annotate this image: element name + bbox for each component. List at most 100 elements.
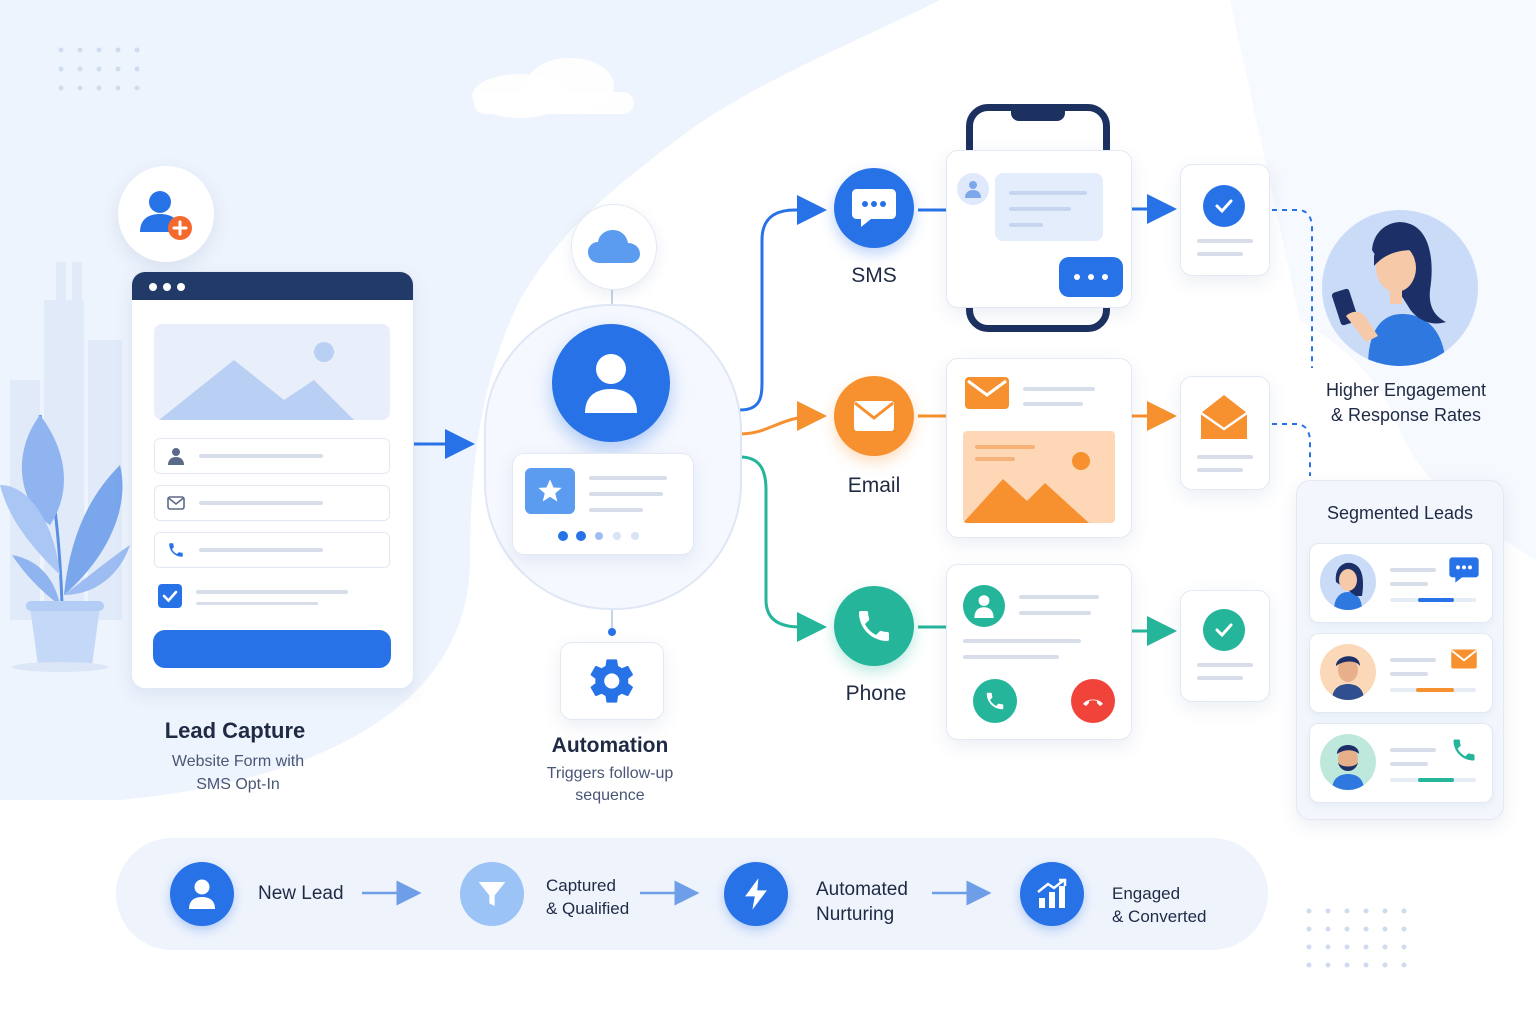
engagement-line-1: Higher Engagement bbox=[1325, 380, 1487, 400]
lead-progress-fill bbox=[1418, 598, 1454, 602]
phone-label: Phone bbox=[845, 682, 907, 705]
sms-result-card bbox=[1180, 164, 1270, 276]
mail-icon bbox=[854, 401, 894, 431]
star-icon bbox=[538, 479, 562, 502]
woman-with-phone-illustration bbox=[1331, 222, 1446, 366]
funnel-icon bbox=[478, 882, 506, 906]
lead-progress-fill bbox=[1418, 778, 1454, 782]
user-icon bbox=[585, 354, 637, 413]
segmented-lead-email[interactable] bbox=[1309, 633, 1493, 713]
step-converted-label-1: Engaged bbox=[1112, 884, 1181, 903]
sms-opt-in-checkbox[interactable] bbox=[158, 584, 182, 608]
lightning-icon bbox=[745, 878, 767, 910]
submit-button[interactable] bbox=[153, 630, 391, 668]
email-content-card bbox=[946, 358, 1132, 538]
result-line-2 bbox=[1197, 468, 1243, 472]
typing-dots-icon bbox=[1074, 274, 1108, 280]
check-icon bbox=[1215, 199, 1233, 214]
lead-avatar-bearded-man bbox=[1320, 734, 1376, 790]
step-captured-label-2: & Qualified bbox=[546, 899, 630, 918]
checkbox-label-line bbox=[196, 590, 348, 594]
email-label: Email bbox=[847, 474, 901, 497]
step-converted-icon bbox=[1020, 862, 1084, 926]
email-line-1 bbox=[1023, 387, 1095, 391]
sms-message-card bbox=[946, 150, 1132, 308]
cloud-icon bbox=[588, 230, 640, 263]
phone-field[interactable] bbox=[154, 532, 390, 568]
favorite-badge bbox=[525, 468, 575, 514]
step-nurturing-icon bbox=[724, 862, 788, 926]
user-icon bbox=[965, 181, 981, 198]
sms-channel-icon bbox=[834, 168, 914, 248]
profile-line-1 bbox=[589, 476, 667, 480]
plant-illustration bbox=[0, 414, 130, 672]
email-result-card bbox=[1180, 376, 1270, 490]
chat-bubble-icon bbox=[852, 189, 896, 227]
engaged-customer-avatar bbox=[1322, 210, 1478, 366]
step-converted-label-2: & Converted bbox=[1112, 907, 1207, 926]
segmented-lead-sms[interactable] bbox=[1309, 543, 1493, 623]
profile-line-2 bbox=[589, 492, 663, 496]
decorative-dots-bottom-right bbox=[1306, 908, 1407, 968]
step-new-lead-label: New Lead bbox=[258, 883, 344, 904]
hang-up-icon bbox=[1083, 699, 1103, 706]
add-user-badge bbox=[118, 166, 214, 262]
field-placeholder-line bbox=[199, 501, 323, 505]
success-badge bbox=[1203, 609, 1245, 651]
email-line-2 bbox=[1023, 402, 1083, 406]
name-field[interactable] bbox=[154, 438, 390, 474]
mail-icon bbox=[1451, 649, 1477, 669]
mail-icon bbox=[967, 379, 1007, 397]
incoming-message-bubble bbox=[995, 173, 1103, 241]
open-envelope-icon bbox=[1200, 395, 1248, 439]
bubble-line-2 bbox=[1009, 207, 1071, 211]
email-field[interactable] bbox=[154, 485, 390, 521]
lead-avatar-woman bbox=[1320, 554, 1376, 610]
phone-notch bbox=[1011, 111, 1065, 121]
carousel-dots bbox=[558, 531, 639, 541]
sms-label: SMS bbox=[851, 264, 897, 287]
lead-line-1 bbox=[1390, 748, 1436, 752]
email-envelope-badge bbox=[965, 377, 1009, 409]
email-image bbox=[963, 431, 1115, 523]
lead-line-1 bbox=[1390, 568, 1436, 572]
user-icon bbox=[189, 879, 215, 909]
result-line-1 bbox=[1197, 455, 1253, 459]
growth-chart-icon bbox=[1037, 878, 1067, 908]
step-captured-label-1: Captured bbox=[546, 876, 616, 895]
cloud-badge bbox=[571, 204, 657, 290]
success-badge bbox=[1203, 185, 1245, 227]
decline-call-button[interactable] bbox=[1071, 679, 1115, 723]
call-line-1 bbox=[963, 639, 1081, 643]
answer-call-button[interactable] bbox=[973, 679, 1017, 723]
lead-line-2 bbox=[1390, 582, 1428, 586]
segmented-leads-title: Segmented Leads bbox=[1326, 503, 1474, 523]
phone-icon bbox=[986, 692, 1004, 710]
lead-line-1 bbox=[1390, 658, 1436, 662]
lead-profile-card bbox=[512, 453, 694, 555]
outgoing-message-bubble bbox=[1059, 257, 1123, 297]
user-icon bbox=[168, 448, 184, 465]
mail-icon bbox=[167, 496, 185, 510]
window-dots-icon bbox=[149, 283, 185, 291]
chat-bubble-icon bbox=[1449, 557, 1479, 583]
caller-line-2 bbox=[1019, 611, 1091, 615]
engagement-line-2: & Response Rates bbox=[1330, 405, 1482, 425]
image-icon bbox=[963, 445, 1090, 523]
website-form-window bbox=[131, 271, 414, 689]
result-line-1 bbox=[1197, 239, 1253, 243]
automation-subtitle-1: Triggers follow-up bbox=[546, 765, 674, 782]
window-titlebar bbox=[132, 272, 413, 300]
caller-avatar bbox=[963, 585, 1005, 627]
lead-capture-subtitle-2: SMS Opt-In bbox=[196, 776, 280, 793]
image-placeholder bbox=[154, 324, 390, 420]
checkbox-label-line-2 bbox=[196, 602, 318, 605]
lead-progress-fill bbox=[1416, 688, 1454, 692]
bubble-line-3 bbox=[1009, 223, 1043, 227]
segmented-leads-panel: Segmented Leads bbox=[1296, 480, 1504, 820]
result-line-2 bbox=[1197, 676, 1243, 680]
segmented-lead-phone[interactable] bbox=[1309, 723, 1493, 803]
lead-avatar-man bbox=[1320, 644, 1376, 700]
lead-capture-subtitle-1: Website Form with bbox=[171, 753, 305, 770]
